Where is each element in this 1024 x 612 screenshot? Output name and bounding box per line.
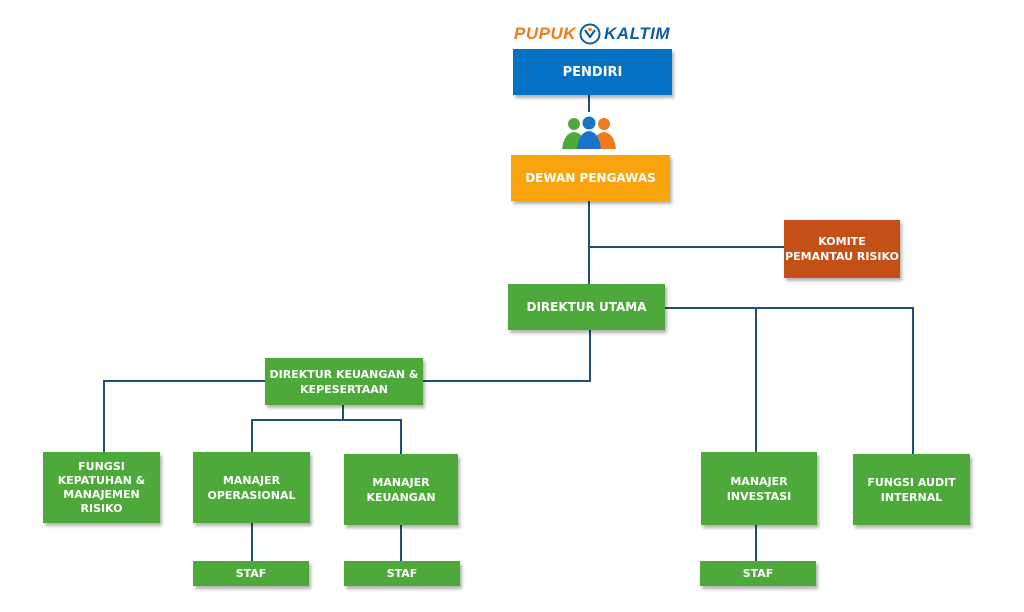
box-fungsi-audit-internal: FUNGSI AUDIT INTERNAL (853, 454, 970, 525)
box-fungsi-kepatuhan-manajemen-risiko: FUNGSI KEPATUHAN & MANAJEMEN RISIKO (43, 452, 160, 523)
box-dewan-pengawas: DEWAN PENGAWAS (511, 155, 670, 201)
box-manajer-keuangan: MANAJER KEUANGAN (344, 454, 458, 525)
logo-word-kaltim: KALTIM (604, 24, 670, 43)
box-staf-investasi: STAF (700, 561, 816, 586)
box-komite-pemantau-risiko: KOMITE PEMANTAU RISIKO (784, 220, 900, 278)
box-direktur-utama: DIREKTUR UTAMA (508, 284, 665, 330)
pupuk-kaltim-emblem-icon (579, 23, 601, 45)
box-manajer-investasi: MANAJER INVESTASI (701, 452, 817, 525)
box-staf-keuangan: STAF (344, 561, 460, 586)
people-group-icon (562, 116, 616, 149)
connector-fungsi-kepatuhan (103, 380, 265, 452)
logo-word-pupuk: PUPUK (514, 24, 577, 43)
pupuk-kaltim-logo: PUPUK KALTIM (512, 20, 672, 48)
box-manajer-operasional: MANAJER OPERASIONAL (193, 452, 310, 523)
box-staf-operasional: STAF (193, 561, 309, 586)
connector-manajer-bus (251, 419, 402, 454)
connector-right-bus (665, 307, 914, 454)
box-pendiri: PENDIRI (513, 49, 672, 95)
connector-direktur-keuangan (423, 330, 591, 382)
box-direktur-keuangan-kepesertaan: DIREKTUR KEUANGAN & KEPESERTAAN (265, 358, 423, 405)
